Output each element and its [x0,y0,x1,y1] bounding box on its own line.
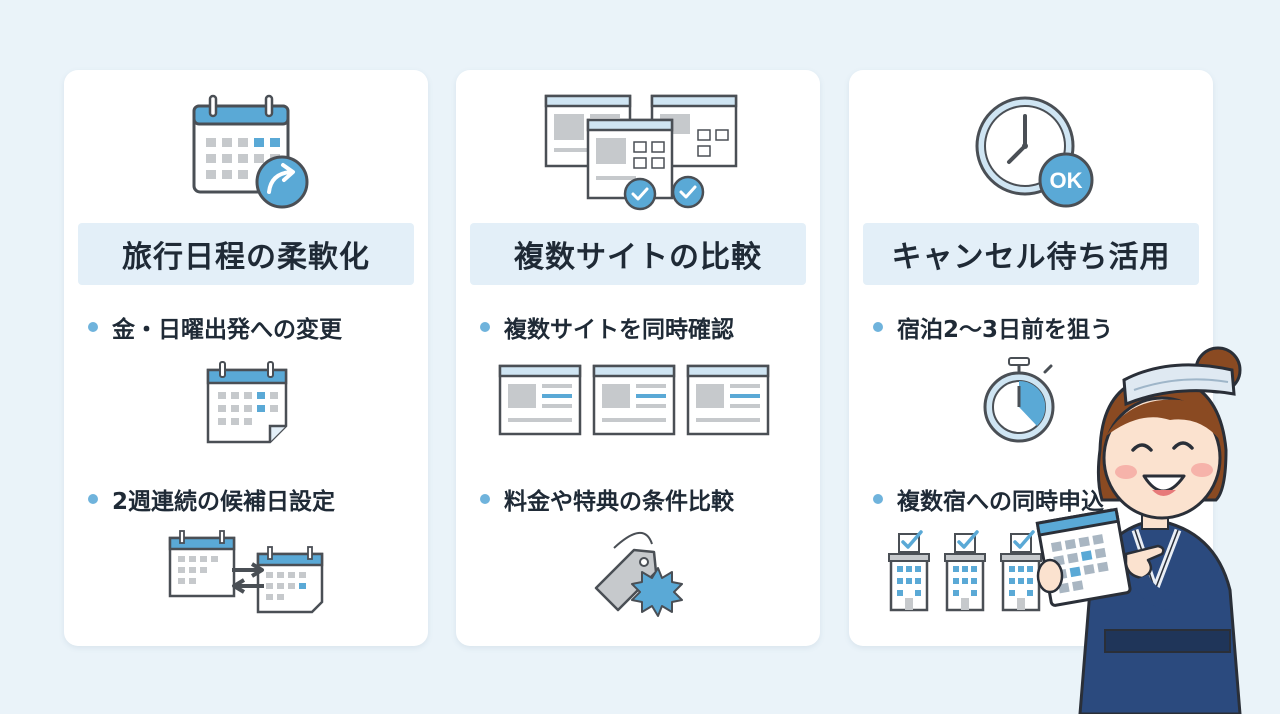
card-title: 複数サイトの比較 [470,223,806,285]
bullet-dot [873,494,883,504]
bullet-item: 複数サイトを同時確認 [480,310,734,344]
bullet-item: 料金や特典の条件比較 [480,482,734,516]
bullet-item: 複数宿への同時申込 [873,482,1104,516]
calendar-icon [206,361,288,444]
card-compare-sites: 複数サイトの比較 複数サイトを同時確認 料金や特典の条件比較 [456,70,820,646]
bullet-item: 宿泊2〜3日前を狙う [873,310,1113,344]
clock-ok-icon: OK [975,96,1094,208]
bullet-item: 2週連続の候補日設定 [88,482,335,516]
bullet-dot [88,322,98,332]
bullet-text: 2週連続の候補日設定 [112,489,336,515]
bullet-text: 料金や特典の条件比較 [504,489,734,515]
bullet-dot [480,494,490,504]
browser-windows-icon [498,364,770,436]
bullet-item: 金・日曜出発への変更 [88,310,342,344]
browser-windows-check-icon [544,94,738,211]
yukata-woman-with-calendar [1035,346,1242,714]
bullet-text: 複数サイトを同時確認 [504,317,734,343]
bullet-text: 金・日曜出発への変更 [112,317,342,343]
ok-badge-text: OK [1050,168,1083,193]
stopwatch-icon [983,357,1055,443]
bullet-dot [88,494,98,504]
card-title: 旅行日程の柔軟化 [78,223,414,285]
bullet-text: 宿泊2〜3日前を狙う [897,317,1114,343]
bullet-text: 複数宿への同時申込 [897,489,1104,515]
calendar-swap-icon [168,530,324,614]
price-tag-icon [594,532,683,617]
card-title: キャンセル待ち活用 [863,223,1199,285]
calendar-reschedule-icon [192,94,309,209]
bullet-dot [480,322,490,332]
bullet-dot [873,322,883,332]
card-flexible-schedule: 旅行日程の柔軟化 金・日曜出発への変更 2週連続の候補日設定 [64,70,428,646]
